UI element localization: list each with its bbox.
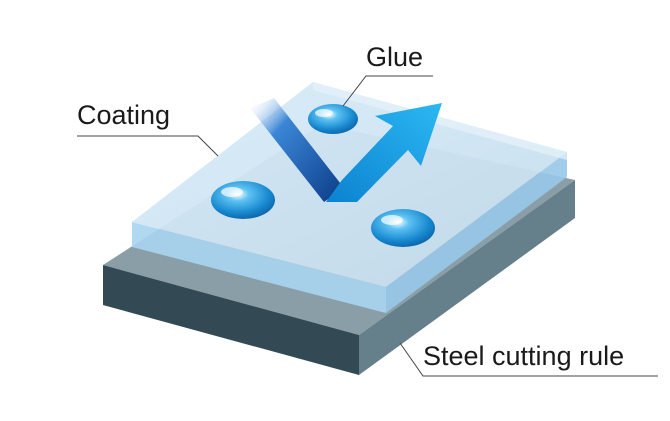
- incoming-arrow: [250, 98, 344, 202]
- coating-leader-line: [77, 135, 219, 157]
- glue-drop-2: [211, 181, 275, 219]
- coating-back-rim: [313, 82, 567, 160]
- steel-left-face: [103, 265, 359, 375]
- steel-right-face: [359, 180, 575, 375]
- glue-leader-line: [342, 75, 433, 107]
- glue-drop-1: [308, 104, 358, 134]
- glue-drop-3: [371, 209, 435, 247]
- coating-left-face: [132, 222, 386, 313]
- coating-right-face: [386, 152, 567, 313]
- reflect-arrow-icon: [326, 103, 442, 202]
- steel-cutting-rule-label: Steel cutting rule: [423, 341, 625, 371]
- coating-label: Coating: [77, 100, 171, 130]
- steel-leader-line: [399, 342, 658, 377]
- glue-label: Glue: [366, 42, 424, 72]
